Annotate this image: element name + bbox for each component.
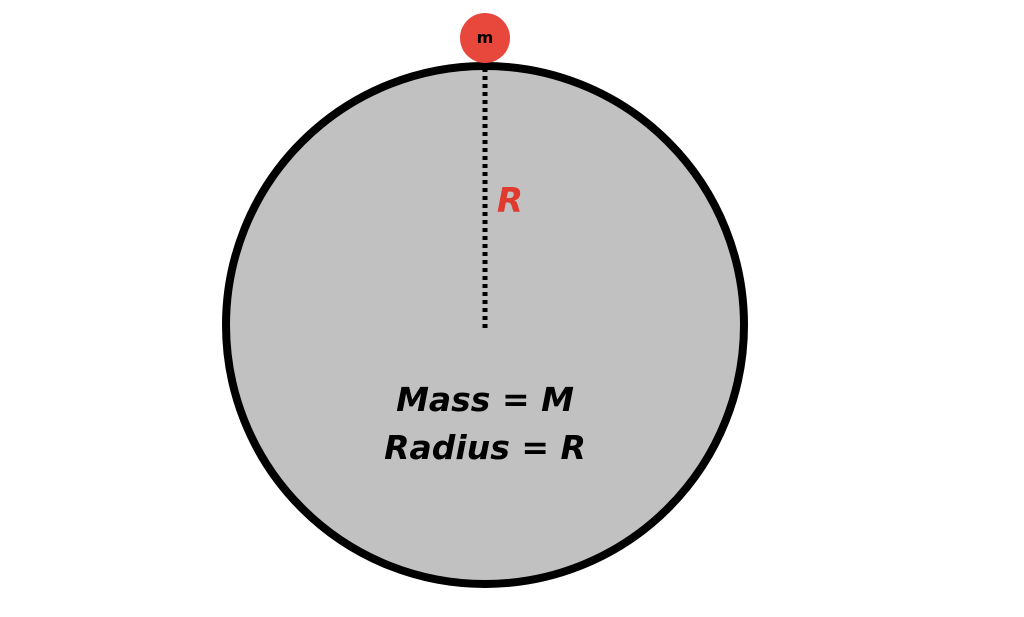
small-mass-label: m xyxy=(477,28,494,47)
radius-label: R xyxy=(497,181,523,221)
radius-caption: Radius = R xyxy=(384,428,586,467)
mass-caption: Mass = M xyxy=(396,380,574,419)
small-mass-dot xyxy=(460,13,510,63)
